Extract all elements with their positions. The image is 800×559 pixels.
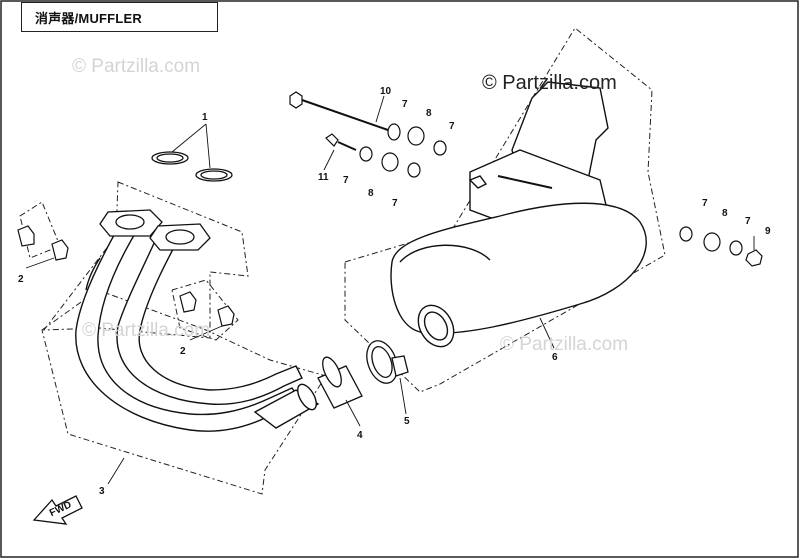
- washer-7-a: [387, 123, 401, 141]
- sleeve: [317, 356, 363, 409]
- nut-group-right-outline: [171, 279, 239, 341]
- diagram-title-box: [21, 2, 218, 32]
- muffler: [390, 81, 647, 348]
- muffler-end-cap-line: [399, 244, 491, 263]
- leader-1a: [171, 123, 207, 153]
- washer-7-e: [679, 226, 693, 242]
- watermark-primary: © Partzilla.com: [482, 72, 617, 94]
- leader-2b: [189, 325, 223, 341]
- nut-2-a: [17, 225, 35, 247]
- exhaust-pipe-upper: [116, 229, 303, 406]
- leader-lines: [25, 95, 755, 485]
- nut-2-c: [179, 291, 197, 313]
- watermark-faint-3: © Partzilla.com: [500, 334, 629, 355]
- bushing-8-b: [381, 152, 399, 172]
- bushing-8-c: [703, 232, 721, 252]
- muffler-mount-stud: [497, 175, 553, 189]
- nut-2-b: [51, 239, 69, 261]
- washer-7-f: [729, 240, 743, 256]
- nut-9: [745, 249, 763, 267]
- washer-7-b: [433, 140, 447, 156]
- pipe-flanges: [99, 209, 211, 251]
- muffler-inlet-inner: [423, 311, 449, 341]
- pipe-bend-line: [85, 257, 101, 291]
- diagram-title: 消声器/MUFFLER: [35, 11, 142, 26]
- washer-7-d: [407, 162, 421, 178]
- leader-1b: [205, 123, 211, 169]
- leader-5: [399, 377, 407, 415]
- leader-2a: [25, 257, 55, 269]
- gasket-upper: [151, 151, 189, 165]
- muffler-body: [390, 202, 647, 334]
- leader-11: [323, 149, 335, 171]
- sleeve-rim: [322, 356, 342, 388]
- leader-6: [539, 317, 555, 349]
- clamp-ring-inner: [371, 346, 393, 378]
- flange-nuts: [17, 225, 235, 327]
- small-bolt-head: [325, 133, 339, 147]
- muffler-group-outline: [344, 27, 666, 393]
- muffler-mount-nut: [468, 175, 488, 189]
- leader-3: [107, 457, 125, 485]
- washer-7-c: [359, 146, 373, 162]
- gasket-upper-inner: [156, 153, 184, 163]
- watermark-faint-1: © Partzilla.com: [72, 56, 201, 77]
- clamp: [366, 340, 409, 384]
- leader-4: [345, 399, 361, 427]
- flange-right-port: [165, 229, 195, 245]
- nut-2-d: [217, 305, 235, 327]
- gaskets: [151, 151, 233, 182]
- exhaust-pipe: [75, 227, 320, 432]
- pipe-outlet-opening: [297, 383, 317, 411]
- long-bolt-head: [289, 91, 303, 109]
- gasket-lower-inner: [200, 170, 228, 180]
- gasket-lower: [195, 168, 233, 182]
- clamp-bolt: [391, 355, 409, 377]
- long-bolt-shank: [301, 99, 389, 131]
- forward-arrow-icon: [32, 495, 83, 525]
- mount-hardware: [289, 91, 763, 267]
- bushing-8-a: [407, 126, 425, 146]
- watermark-faint-2: © Partzilla.com: [82, 320, 211, 341]
- flange-left-port: [115, 214, 145, 230]
- leader-10: [375, 95, 385, 123]
- small-bolt-shank: [337, 141, 357, 151]
